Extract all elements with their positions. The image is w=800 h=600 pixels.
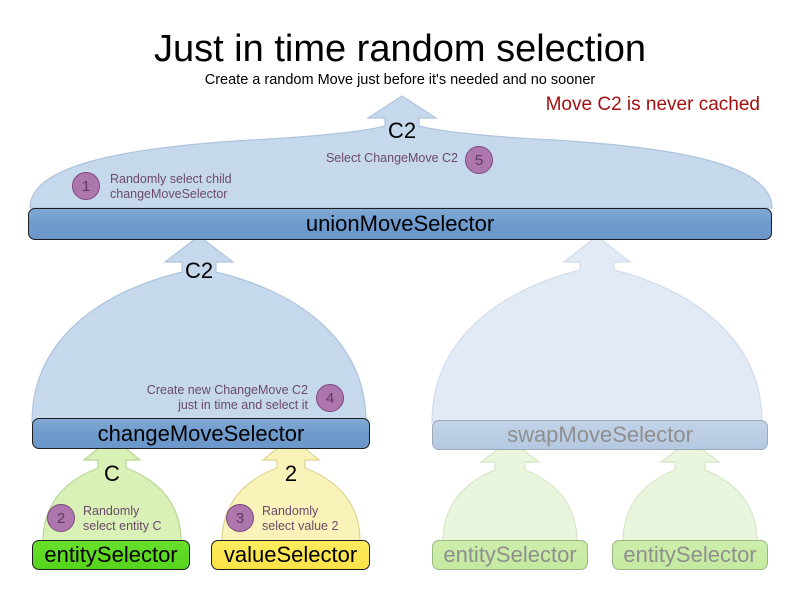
node-union-move-selector-label: unionMoveSelector: [305, 211, 495, 236]
flow-arrow-swap-entity-2: [622, 439, 758, 543]
step-note-2-line-1: Randomly: [83, 504, 140, 518]
flow-arrow-swap-to-union: [431, 235, 763, 423]
step-badge-1: 1: [72, 172, 100, 200]
step-note-5: Select ChangeMove C2: [268, 151, 458, 166]
step-note-2-line-2: select entity C: [83, 519, 162, 533]
cache-annotation: Move C2 is never cached: [545, 94, 760, 115]
node-entity-selector-label: entitySelector: [44, 542, 178, 567]
node-union-move-selector[interactable]: unionMoveSelector: [28, 208, 772, 240]
step-note-3: Randomly select value 2: [262, 504, 338, 534]
step-note-3-line-1: Randomly: [262, 504, 319, 518]
node-swap-entity-selector-1[interactable]: entitySelector: [432, 540, 588, 570]
node-change-move-selector[interactable]: changeMoveSelector: [32, 418, 370, 449]
step-note-1-line-2: changeMoveSelector: [110, 187, 228, 201]
node-change-move-selector-label: changeMoveSelector: [97, 420, 305, 446]
step-note-3-line-2: select value 2: [262, 519, 339, 533]
node-value-selector[interactable]: valueSelector: [211, 540, 370, 570]
step-badge-5: 5: [465, 146, 493, 174]
step-badge-2: 2: [47, 504, 75, 532]
flow-label-value-out: 2: [284, 461, 298, 486]
node-swap-entity-selector-2[interactable]: entitySelector: [612, 540, 768, 570]
step-note-1: Randomly select child changeMoveSelector: [110, 172, 232, 202]
flow-arrow-union-out: [29, 95, 773, 209]
step-badge-3: 3: [226, 504, 254, 532]
node-swap-entity-selector-1-label: entitySelector: [443, 542, 577, 567]
node-value-selector-label: valueSelector: [223, 542, 358, 567]
flow-label-union-out: C2: [387, 118, 417, 143]
step-note-5-line-1: Select ChangeMove C2: [325, 151, 458, 165]
page-title: Just in time random selection: [153, 28, 647, 70]
node-swap-move-selector-label: swapMoveSelector: [507, 422, 693, 447]
step-note-4-line-2: just in time and select it: [178, 398, 308, 412]
node-swap-move-selector[interactable]: swapMoveSelector: [432, 420, 768, 450]
flow-arrow-swap-entity-1: [442, 439, 578, 543]
page-subtitle: Create a random Move just before it's ne…: [204, 72, 596, 88]
flow-arrow-change-to-union: [31, 235, 367, 423]
step-note-2: Randomly select entity C: [83, 504, 162, 534]
step-note-4-line-1: Create new ChangeMove C2: [146, 383, 308, 397]
flow-label-entity-out: C: [104, 461, 120, 486]
step-note-1-line-1: Randomly select child: [110, 172, 232, 186]
flow-label-union-to-change: C2: [184, 258, 214, 283]
step-badge-4: 4: [316, 384, 344, 412]
step-note-4: Create new ChangeMove C2 just in time an…: [110, 383, 308, 413]
node-swap-entity-selector-2-label: entitySelector: [623, 542, 757, 567]
node-entity-selector[interactable]: entitySelector: [32, 540, 190, 570]
